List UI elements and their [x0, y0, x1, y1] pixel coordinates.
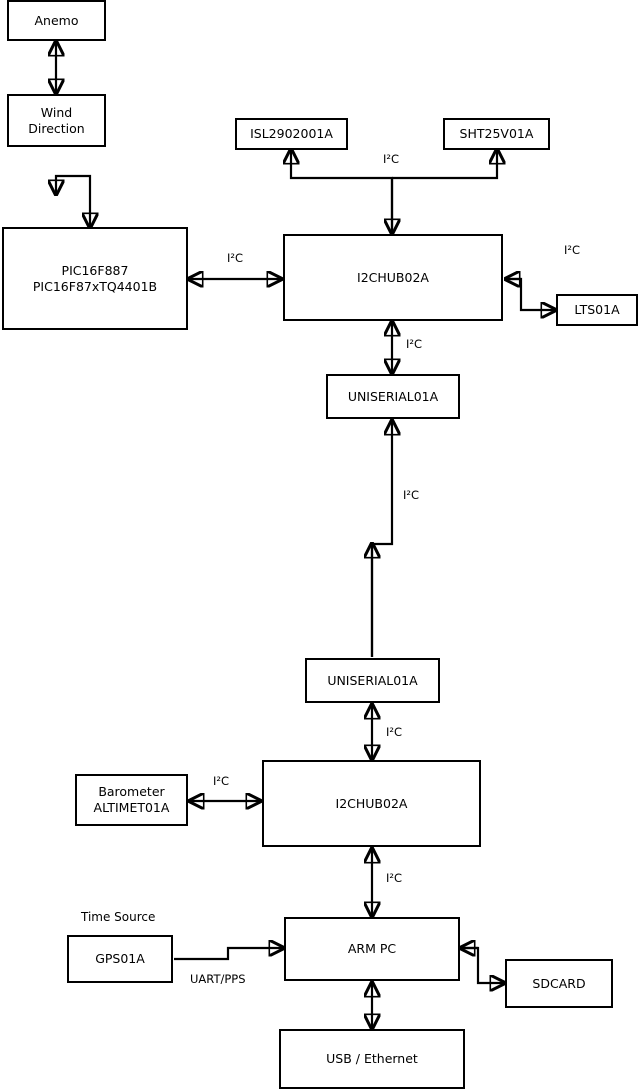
node-barometer-altimet01a[interactable]: Barometer ALTIMET01A	[75, 774, 188, 826]
edge-label-i2c-barometer-hub: I²C	[213, 774, 230, 788]
edge-label-uart-pps: UART/PPS	[190, 972, 246, 986]
wire-pic-wind	[56, 174, 90, 227]
node-uniserial01a-bottom[interactable]: UNISERIAL01A	[305, 658, 440, 703]
node-i2chub02a-top[interactable]: I2CHUB02A	[283, 234, 503, 321]
edge-label-i2c-pic-hub: I²C	[227, 251, 244, 265]
edge-label-i2c-hub-uniserial: I²C	[406, 337, 423, 351]
edge-label-i2c-hub-armpc: I²C	[386, 871, 403, 885]
wire-bus-sht	[392, 150, 497, 180]
node-wind-direction[interactable]: Wind Direction	[7, 94, 106, 147]
node-lts01a[interactable]: LTS01A	[556, 294, 638, 326]
edge-label-i2c-hub-lts: I²C	[564, 243, 581, 257]
node-isl2902001a[interactable]: ISL2902001A	[235, 118, 348, 150]
node-arm-pc[interactable]: ARM PC	[284, 917, 460, 981]
node-sht25v01a[interactable]: SHT25V01A	[443, 118, 550, 150]
node-gps01a[interactable]: GPS01A	[67, 935, 173, 983]
wire-hubtop-lts	[506, 277, 555, 310]
node-pic-microcontroller[interactable]: PIC16F887 PIC16F87xTQ4401B	[2, 227, 188, 330]
wire-armpc-sdcard	[461, 946, 504, 983]
node-sdcard[interactable]: SDCARD	[505, 959, 613, 1008]
wire-gps-armpc	[174, 948, 283, 961]
label-time-source: Time Source	[81, 910, 156, 924]
wire-uniserialbot-uniserialtop	[370, 421, 392, 657]
wire-hubtop-bus	[291, 150, 394, 233]
node-usb-ethernet[interactable]: USB / Ethernet	[279, 1029, 465, 1089]
node-i2chub02a-bottom[interactable]: I2CHUB02A	[262, 760, 481, 847]
edge-label-i2c-uniserial-link: I²C	[403, 488, 420, 502]
edge-label-i2c-sensor-bus: I²C	[383, 152, 400, 166]
node-uniserial01a-top[interactable]: UNISERIAL01A	[326, 374, 460, 419]
node-anemo[interactable]: Anemo	[7, 0, 106, 41]
edge-label-i2c-uniserial-hub: I²C	[386, 725, 403, 739]
